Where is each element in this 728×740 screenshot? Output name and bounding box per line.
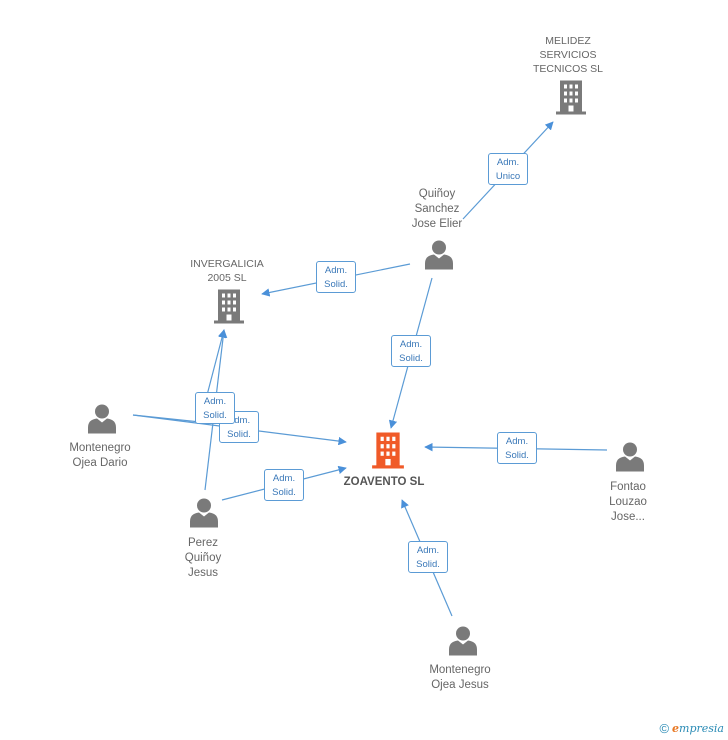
- role-box-solid[interactable]: Adm.Solid.: [195, 392, 235, 424]
- invergalicia-label[interactable]: INVERGALICIA 2005 SL: [190, 258, 264, 284]
- perez-label[interactable]: Perez Quiñoy Jesus: [184, 537, 222, 579]
- role-box-solid[interactable]: Adm.Solid.: [391, 335, 431, 367]
- copyright-symbol: ©: [659, 721, 670, 736]
- quinoy-person-icon[interactable]: [425, 240, 453, 275]
- fontao-label[interactable]: Fontao Louzao Jose...: [609, 481, 647, 523]
- montenegro-jesus-person-icon[interactable]: [449, 626, 477, 661]
- role-box-solid[interactable]: Adm.Solid.: [408, 541, 448, 573]
- fontao-person-icon[interactable]: [616, 442, 644, 477]
- zoavento-building-icon[interactable]: [372, 432, 404, 474]
- empresia-logo: empresia: [672, 722, 724, 735]
- role-box-unico[interactable]: Adm.Unico: [488, 153, 528, 185]
- empresia-credit[interactable]: © empresia: [659, 721, 724, 736]
- melidez-label[interactable]: MELIDEZ SERVICIOS TECNICOS SL: [532, 35, 604, 75]
- montenegro-dario-label[interactable]: Montenegro Ojea Dario: [69, 442, 131, 469]
- quinoy-label[interactable]: Quiñoy Sanchez Jose Elier: [411, 188, 463, 230]
- montenegro-dario-person-icon[interactable]: [88, 404, 116, 439]
- role-box-solid[interactable]: Adm.Solid.: [316, 261, 356, 293]
- montenegro-jesus-label[interactable]: Montenegro Ojea Jesus: [429, 664, 491, 691]
- invergalicia-building-icon[interactable]: [214, 289, 244, 329]
- role-box-solid[interactable]: Adm.Solid.: [264, 469, 304, 501]
- perez-person-icon[interactable]: [190, 498, 218, 533]
- melidez-building-icon[interactable]: [556, 80, 586, 120]
- zoavento-label[interactable]: ZOAVENTO SL: [343, 476, 425, 488]
- role-box-solid[interactable]: Adm.Solid.: [219, 411, 259, 443]
- role-box-solid[interactable]: Adm.Solid.: [497, 432, 537, 464]
